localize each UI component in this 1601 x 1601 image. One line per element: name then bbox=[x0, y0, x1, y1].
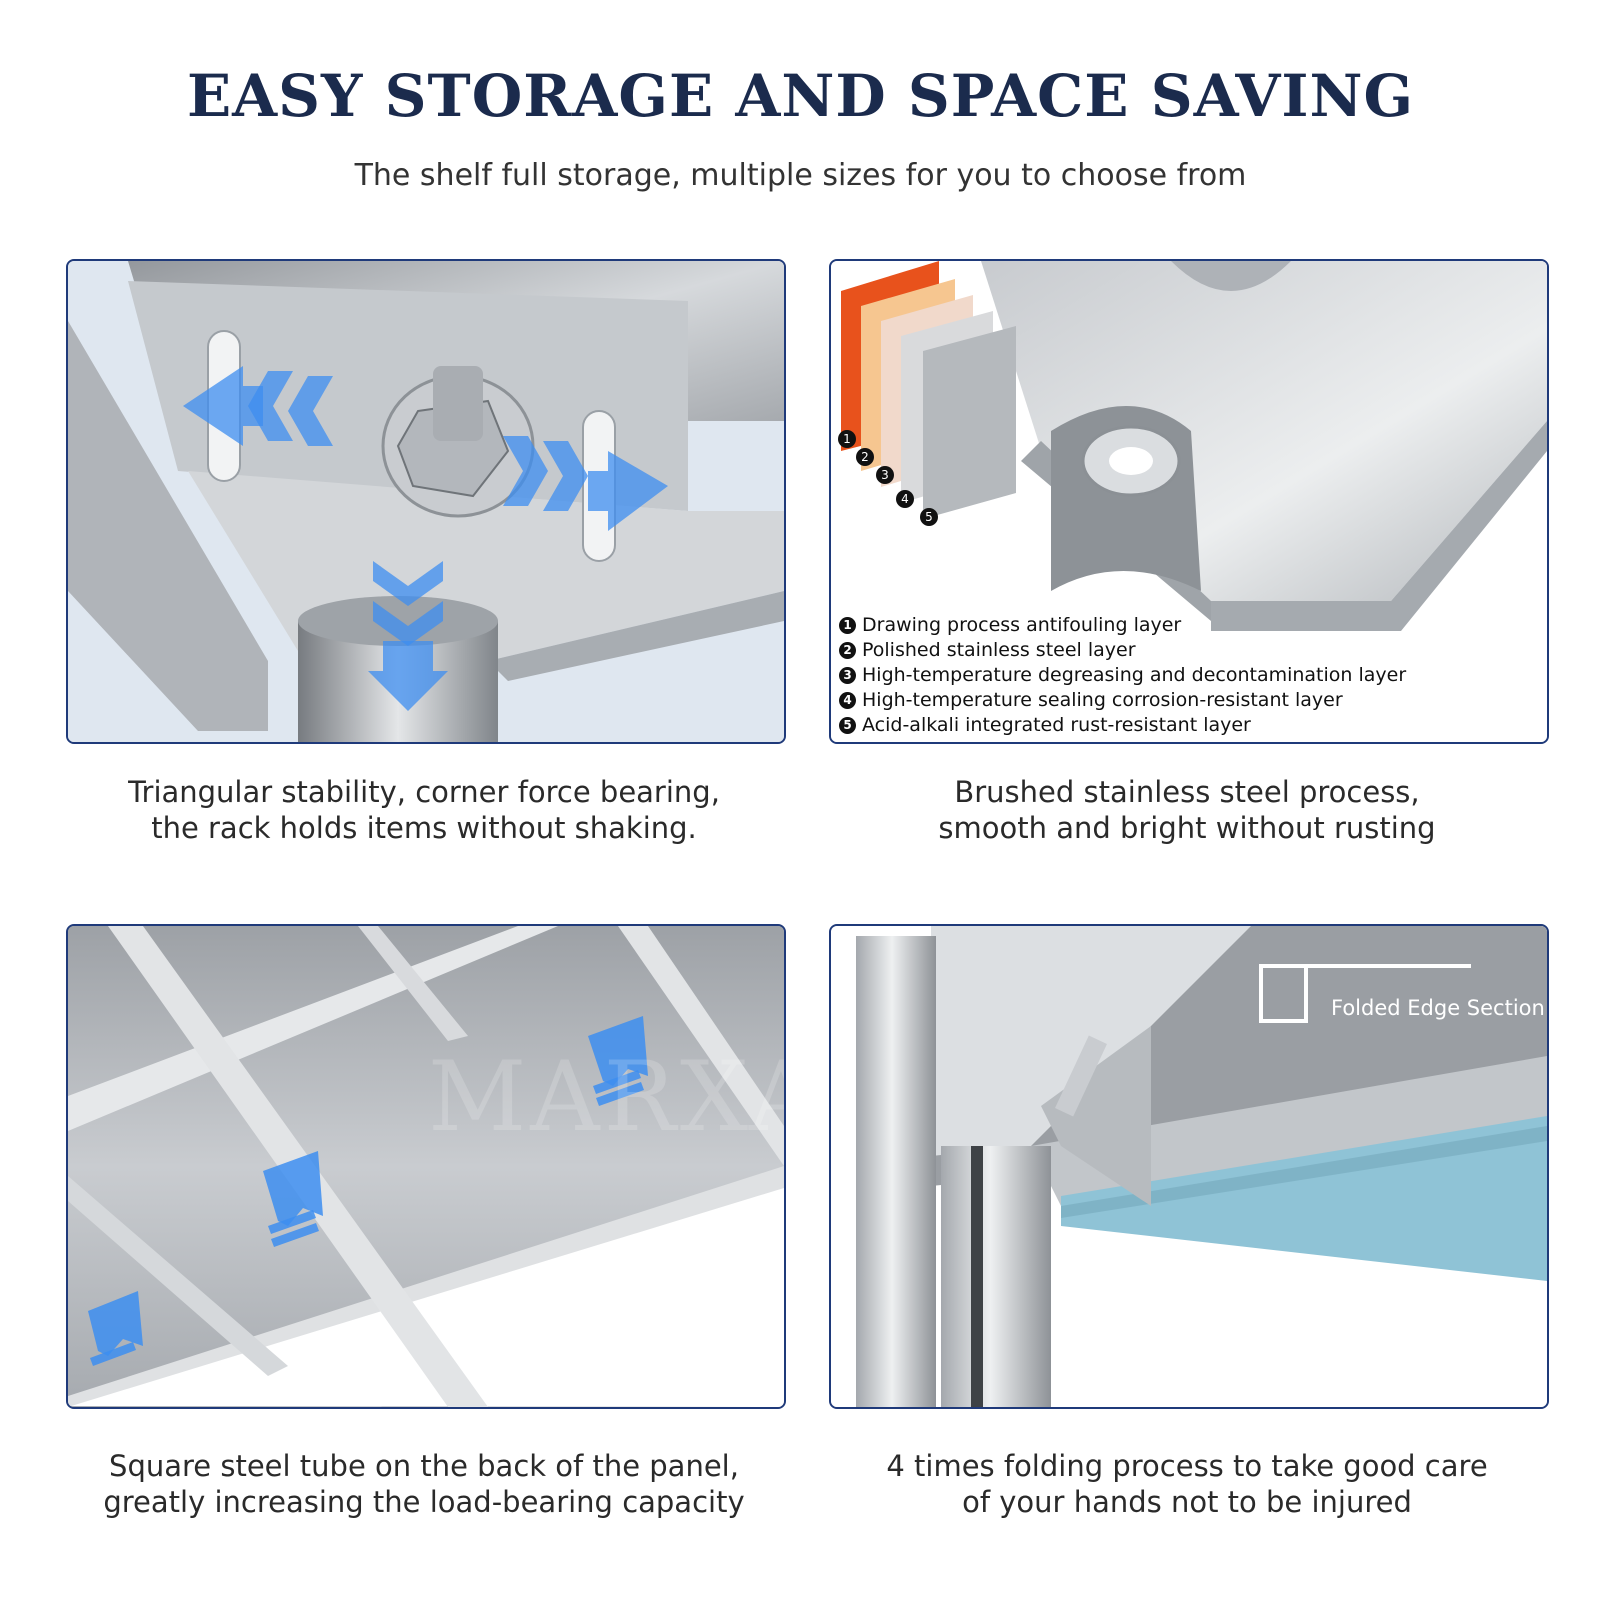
svg-text:3: 3 bbox=[881, 468, 889, 482]
caption-line: of your hands not to be injured bbox=[962, 1485, 1412, 1519]
layer-label: High-temperature degreasing and decontam… bbox=[862, 664, 1407, 686]
caption-line: the rack holds items without shaking. bbox=[151, 811, 697, 845]
caption-line: greatly increasing the load-bearing capa… bbox=[103, 1485, 745, 1519]
caption-brushed-steel: Brushed stainless steel process, smooth … bbox=[829, 774, 1545, 846]
folded-edge-label: Folded Edge Section bbox=[1331, 996, 1545, 1020]
folded-edge-illustration bbox=[831, 926, 1547, 1407]
caption-line: Triangular stability, corner force beari… bbox=[128, 775, 720, 809]
layer-item: 2 Polished stainless steel layer bbox=[839, 638, 1406, 663]
square-tube-underside-image: MARXAN bbox=[66, 924, 786, 1409]
layer-item: 3 High-temperature degreasing and deconta… bbox=[839, 663, 1406, 688]
caption-folding-process: 4 times folding process to take good car… bbox=[829, 1448, 1545, 1520]
svg-text:1: 1 bbox=[843, 432, 851, 446]
svg-text:4: 4 bbox=[901, 492, 909, 506]
steel-layers-illustration: 1 2 3 4 5 bbox=[831, 261, 1547, 742]
layer-item: 5 Acid-alkali integrated rust-resistant l… bbox=[839, 713, 1406, 738]
caption-line: smooth and bright without rusting bbox=[938, 811, 1436, 845]
layer-number-badge: 5 bbox=[839, 717, 856, 734]
caption-line: Brushed stainless steel process, bbox=[954, 775, 1420, 809]
caption-line: 4 times folding process to take good car… bbox=[886, 1449, 1488, 1483]
page-subtitle: The shelf full storage, multiple sizes f… bbox=[354, 158, 1247, 193]
layer-number-badge: 4 bbox=[839, 692, 856, 709]
square-tube-illustration bbox=[68, 926, 784, 1407]
svg-text:5: 5 bbox=[925, 510, 933, 524]
layer-number-badge: 3 bbox=[839, 667, 856, 684]
layer-label: Drawing process antifouling layer bbox=[862, 614, 1182, 636]
watermark-text: MARXAN bbox=[428, 1041, 784, 1153]
layer-label: Acid-alkali integrated rust-resistant la… bbox=[862, 714, 1251, 736]
layer-item: 1 Drawing process antifouling layer bbox=[839, 613, 1406, 638]
corner-bracket-illustration bbox=[68, 261, 784, 742]
caption-line: Square steel tube on the back of the pan… bbox=[109, 1449, 739, 1483]
caption-square-tube: Square steel tube on the back of the pan… bbox=[66, 1448, 782, 1520]
page-title: EASY STORAGE AND SPACE SAVING bbox=[186, 62, 1415, 130]
caption-triangular-stability: Triangular stability, corner force beari… bbox=[66, 774, 782, 846]
layer-number-badge: 2 bbox=[839, 642, 856, 659]
layer-label: High-temperature sealing corrosion-resis… bbox=[862, 689, 1343, 711]
layer-number-badge: 1 bbox=[839, 617, 856, 634]
corner-bracket-image bbox=[66, 259, 786, 744]
folded-edge-image: Folded Edge Section bbox=[829, 924, 1549, 1409]
svg-text:2: 2 bbox=[861, 450, 869, 464]
layer-item: 4 High-temperature sealing corrosion-resi… bbox=[839, 688, 1406, 713]
layer-legend: 1 Drawing process antifouling layer 2 Poli… bbox=[839, 613, 1406, 738]
layer-label: Polished stainless steel layer bbox=[862, 639, 1136, 661]
